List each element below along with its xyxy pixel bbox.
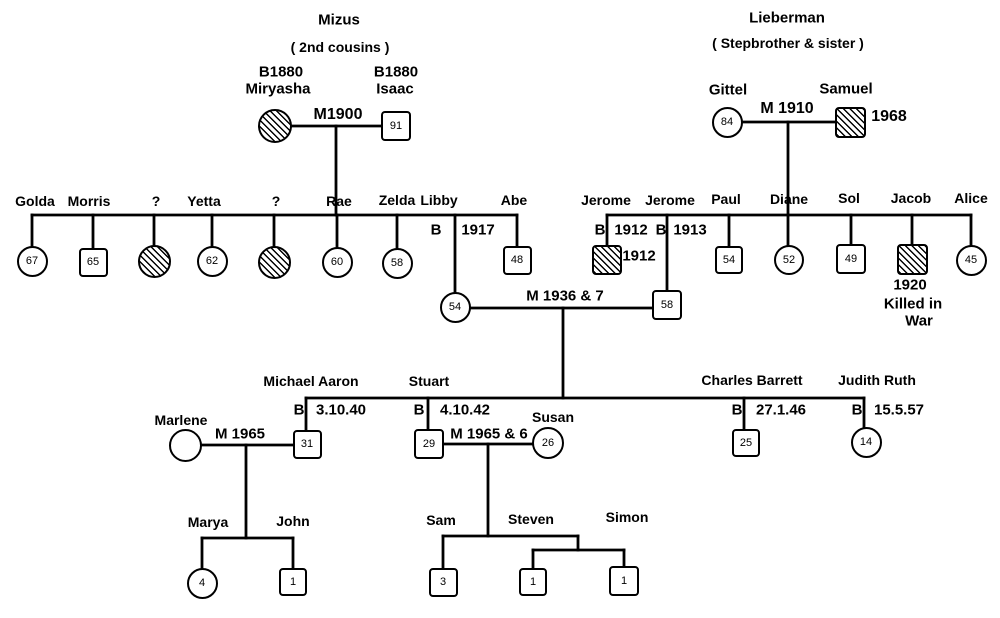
isaac-name: Isaac [376,80,414,98]
person-miryasha-circle [258,109,292,143]
miryasha-name: Miryasha [245,80,311,98]
jerome1-death-year: 1912 [622,247,656,265]
marya-name: Marya [187,514,229,530]
samuel-name: Samuel [819,80,873,98]
jerome2-birth-b: B [655,221,667,239]
person-jacob-square [896,243,928,275]
unknown1-name: ? [151,193,161,209]
steven-name: Steven [508,511,554,527]
libby-birth-year: 1917 [461,221,495,239]
samuel-death: 1968 [871,108,907,125]
person-rae-circle: 60 [321,246,353,278]
lieberman-subtitle: ( Stepbrother & sister ) [712,35,864,51]
person-michael-square: 31 [292,429,322,459]
libby-name: Libby [420,192,458,208]
lieberman-marriage: M 1910 [760,100,814,117]
mizus-title: Mizus [318,11,360,29]
person-zelda-circle: 58 [381,247,413,279]
jacob-name: Jacob [890,190,932,206]
person-susan-circle: 26 [532,427,564,459]
person-simon-square: 1 [609,566,639,596]
person-libby-circle: 54 [439,291,471,323]
zelda-name: Zelda [378,192,416,208]
golda-name: Golda [15,193,55,209]
stuart-birth-b: B [413,401,425,419]
person-gittel-circle: 84 [711,106,743,138]
isaac-birth: B1880 [373,63,419,81]
person-paul-square: 54 [715,246,743,274]
sam-name: Sam [426,512,456,528]
person-samuel-square [834,106,866,138]
charles-birth-b: B [731,401,743,419]
person-alice-circle: 45 [955,244,987,276]
person-sol-square: 49 [836,244,866,274]
michael-name: Michael Aaron [263,373,359,389]
unknown2-name: ? [271,193,281,209]
person-charles-square: 25 [732,429,760,457]
stuart-marriage: M 1965 & 6 [450,425,528,443]
rae-name: Rae [326,193,352,209]
marlene-marriage: M 1965 [214,425,266,443]
john-name: John [276,513,310,529]
michael-birth-date: 3.10.40 [315,401,367,419]
person-abe-square: 48 [502,245,532,275]
person-sam-square: 3 [428,567,458,597]
marlene-name: Marlene [154,412,208,428]
person-john-square: 1 [279,568,307,596]
charles-birth-date: 27.1.46 [755,401,807,419]
charles-name: Charles Barrett [701,372,803,388]
sol-name: Sol [838,190,860,206]
person-steven-square: 1 [519,568,547,596]
judith-name: Judith Ruth [838,372,916,388]
person-yetta-circle: 62 [196,245,228,277]
person-isaac-square: 91 [381,111,411,141]
abe-name: Abe [500,192,528,208]
morris-name: Morris [67,193,111,209]
person-unknown1-circle [137,244,171,278]
stuart-birth-date: 4.10.42 [439,401,491,419]
libby-jerome-marriage: M 1936 & 7 [526,287,604,305]
jerome2-birth-year: 1913 [673,221,707,239]
person-jerome2-square: 58 [652,290,682,320]
lieberman-title: Lieberman [749,9,825,27]
person-jerome1-square [592,245,622,275]
person-marlene-circle [168,428,202,462]
diane-name: Diane [769,191,809,207]
judith-birth-b: B [851,401,863,419]
gittel-name: Gittel [708,81,748,99]
susan-name: Susan [531,409,575,425]
person-diane-circle: 52 [774,245,804,275]
jerome1-birth-b: B [594,221,606,239]
person-golda-circle: 67 [16,245,48,277]
person-judith-circle: 14 [850,426,882,458]
paul-name: Paul [711,191,741,207]
stuart-name: Stuart [408,373,450,389]
miryasha-birth: B1880 [258,63,304,81]
yetta-name: Yetta [187,193,221,209]
jacob-death-note1: Killed in [883,295,943,313]
person-unknown2-circle [257,245,291,279]
person-stuart-square: 29 [414,429,444,459]
jerome1-birth-year: 1912 [614,221,648,239]
jacob-death-note2: War [905,312,933,330]
michael-birth-b: B [293,401,305,419]
person-morris-square: 65 [78,247,108,277]
alice-name: Alice [954,190,988,206]
jerome1-name: Jerome [581,192,631,208]
mizus-marriage: M1900 [313,106,363,123]
simon-name: Simon [605,509,649,525]
jerome2-name: Jerome [645,192,695,208]
jacob-death-year: 1920 [893,276,927,294]
libby-birth-b: B [430,221,442,239]
person-marya-circle: 4 [186,567,218,599]
judith-birth-date: 15.5.57 [873,401,925,419]
mizus-subtitle: ( 2nd cousins ) [290,39,390,55]
